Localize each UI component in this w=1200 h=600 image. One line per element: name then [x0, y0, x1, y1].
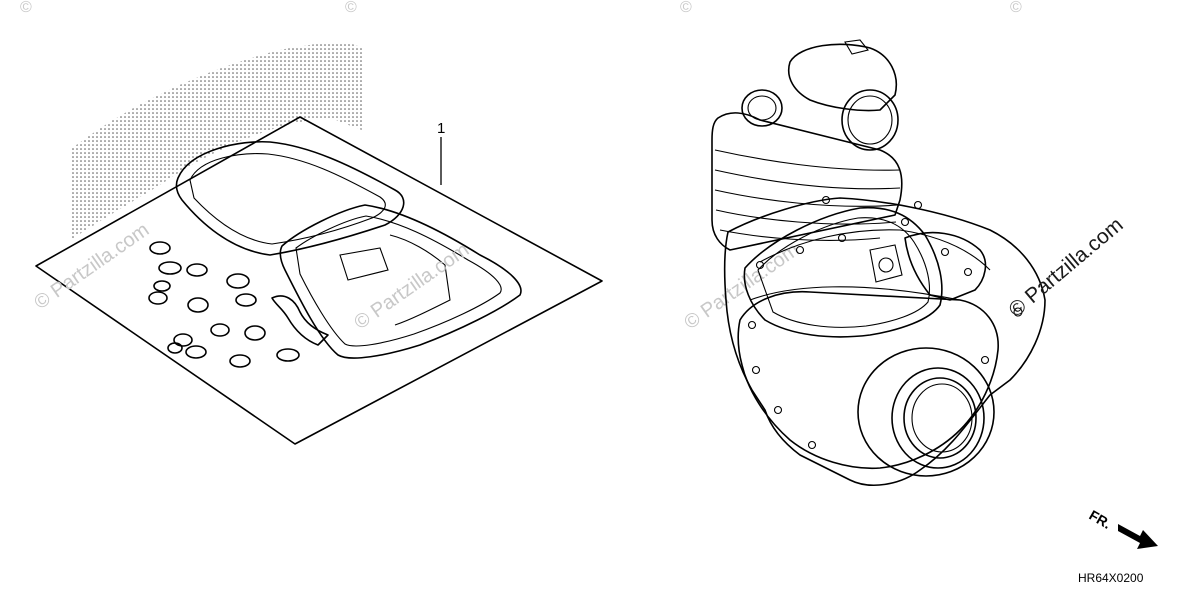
- engine-illustration: [711, 39, 1046, 486]
- intake-port: [741, 89, 783, 127]
- front-direction-indicator: FR.: [1087, 507, 1158, 549]
- faint-watermark: © Partzilla.com: [350, 239, 473, 334]
- corner-watermark: ©: [345, 0, 357, 16]
- cylinder-head: [788, 43, 897, 112]
- gasket-sheet: [35, 116, 603, 445]
- gasket-kit-illustration: 1: [35, 42, 603, 445]
- cylinder: [711, 112, 903, 251]
- corner-watermarks: © © © ©: [20, 0, 1022, 16]
- seal-ring: [903, 377, 977, 459]
- dotted-shadow: [70, 42, 362, 241]
- front-direction-label: FR.: [1087, 507, 1115, 532]
- bolt-holes: [747, 195, 1023, 450]
- corner-watermark: ©: [1010, 0, 1022, 16]
- callout-number: 1: [437, 120, 445, 137]
- cover-ring-outer: [857, 347, 995, 477]
- valve-cover-cap: [841, 89, 899, 151]
- oil-pan-gasket: [279, 204, 522, 359]
- partzilla-watermark: © Partzilla.com: [1004, 213, 1127, 322]
- corner-watermark: ©: [20, 0, 32, 16]
- crankcase: [723, 197, 1046, 486]
- crankcase-gasket: [743, 206, 943, 338]
- faint-watermark: © Partzilla.com: [680, 239, 803, 334]
- o-rings: [148, 241, 300, 368]
- cover-gasket: [175, 140, 405, 256]
- faint-watermarks: © Partzilla.com © Partzilla.com © Partzi…: [30, 219, 803, 334]
- diagram-code: HR64X0200: [1078, 571, 1144, 585]
- faint-watermark: © Partzilla.com: [30, 219, 153, 314]
- corner-watermark: ©: [680, 0, 692, 16]
- side-cover-gasket: [737, 290, 999, 470]
- small-gasket: [271, 295, 329, 346]
- front-arrow-icon: [1118, 524, 1158, 549]
